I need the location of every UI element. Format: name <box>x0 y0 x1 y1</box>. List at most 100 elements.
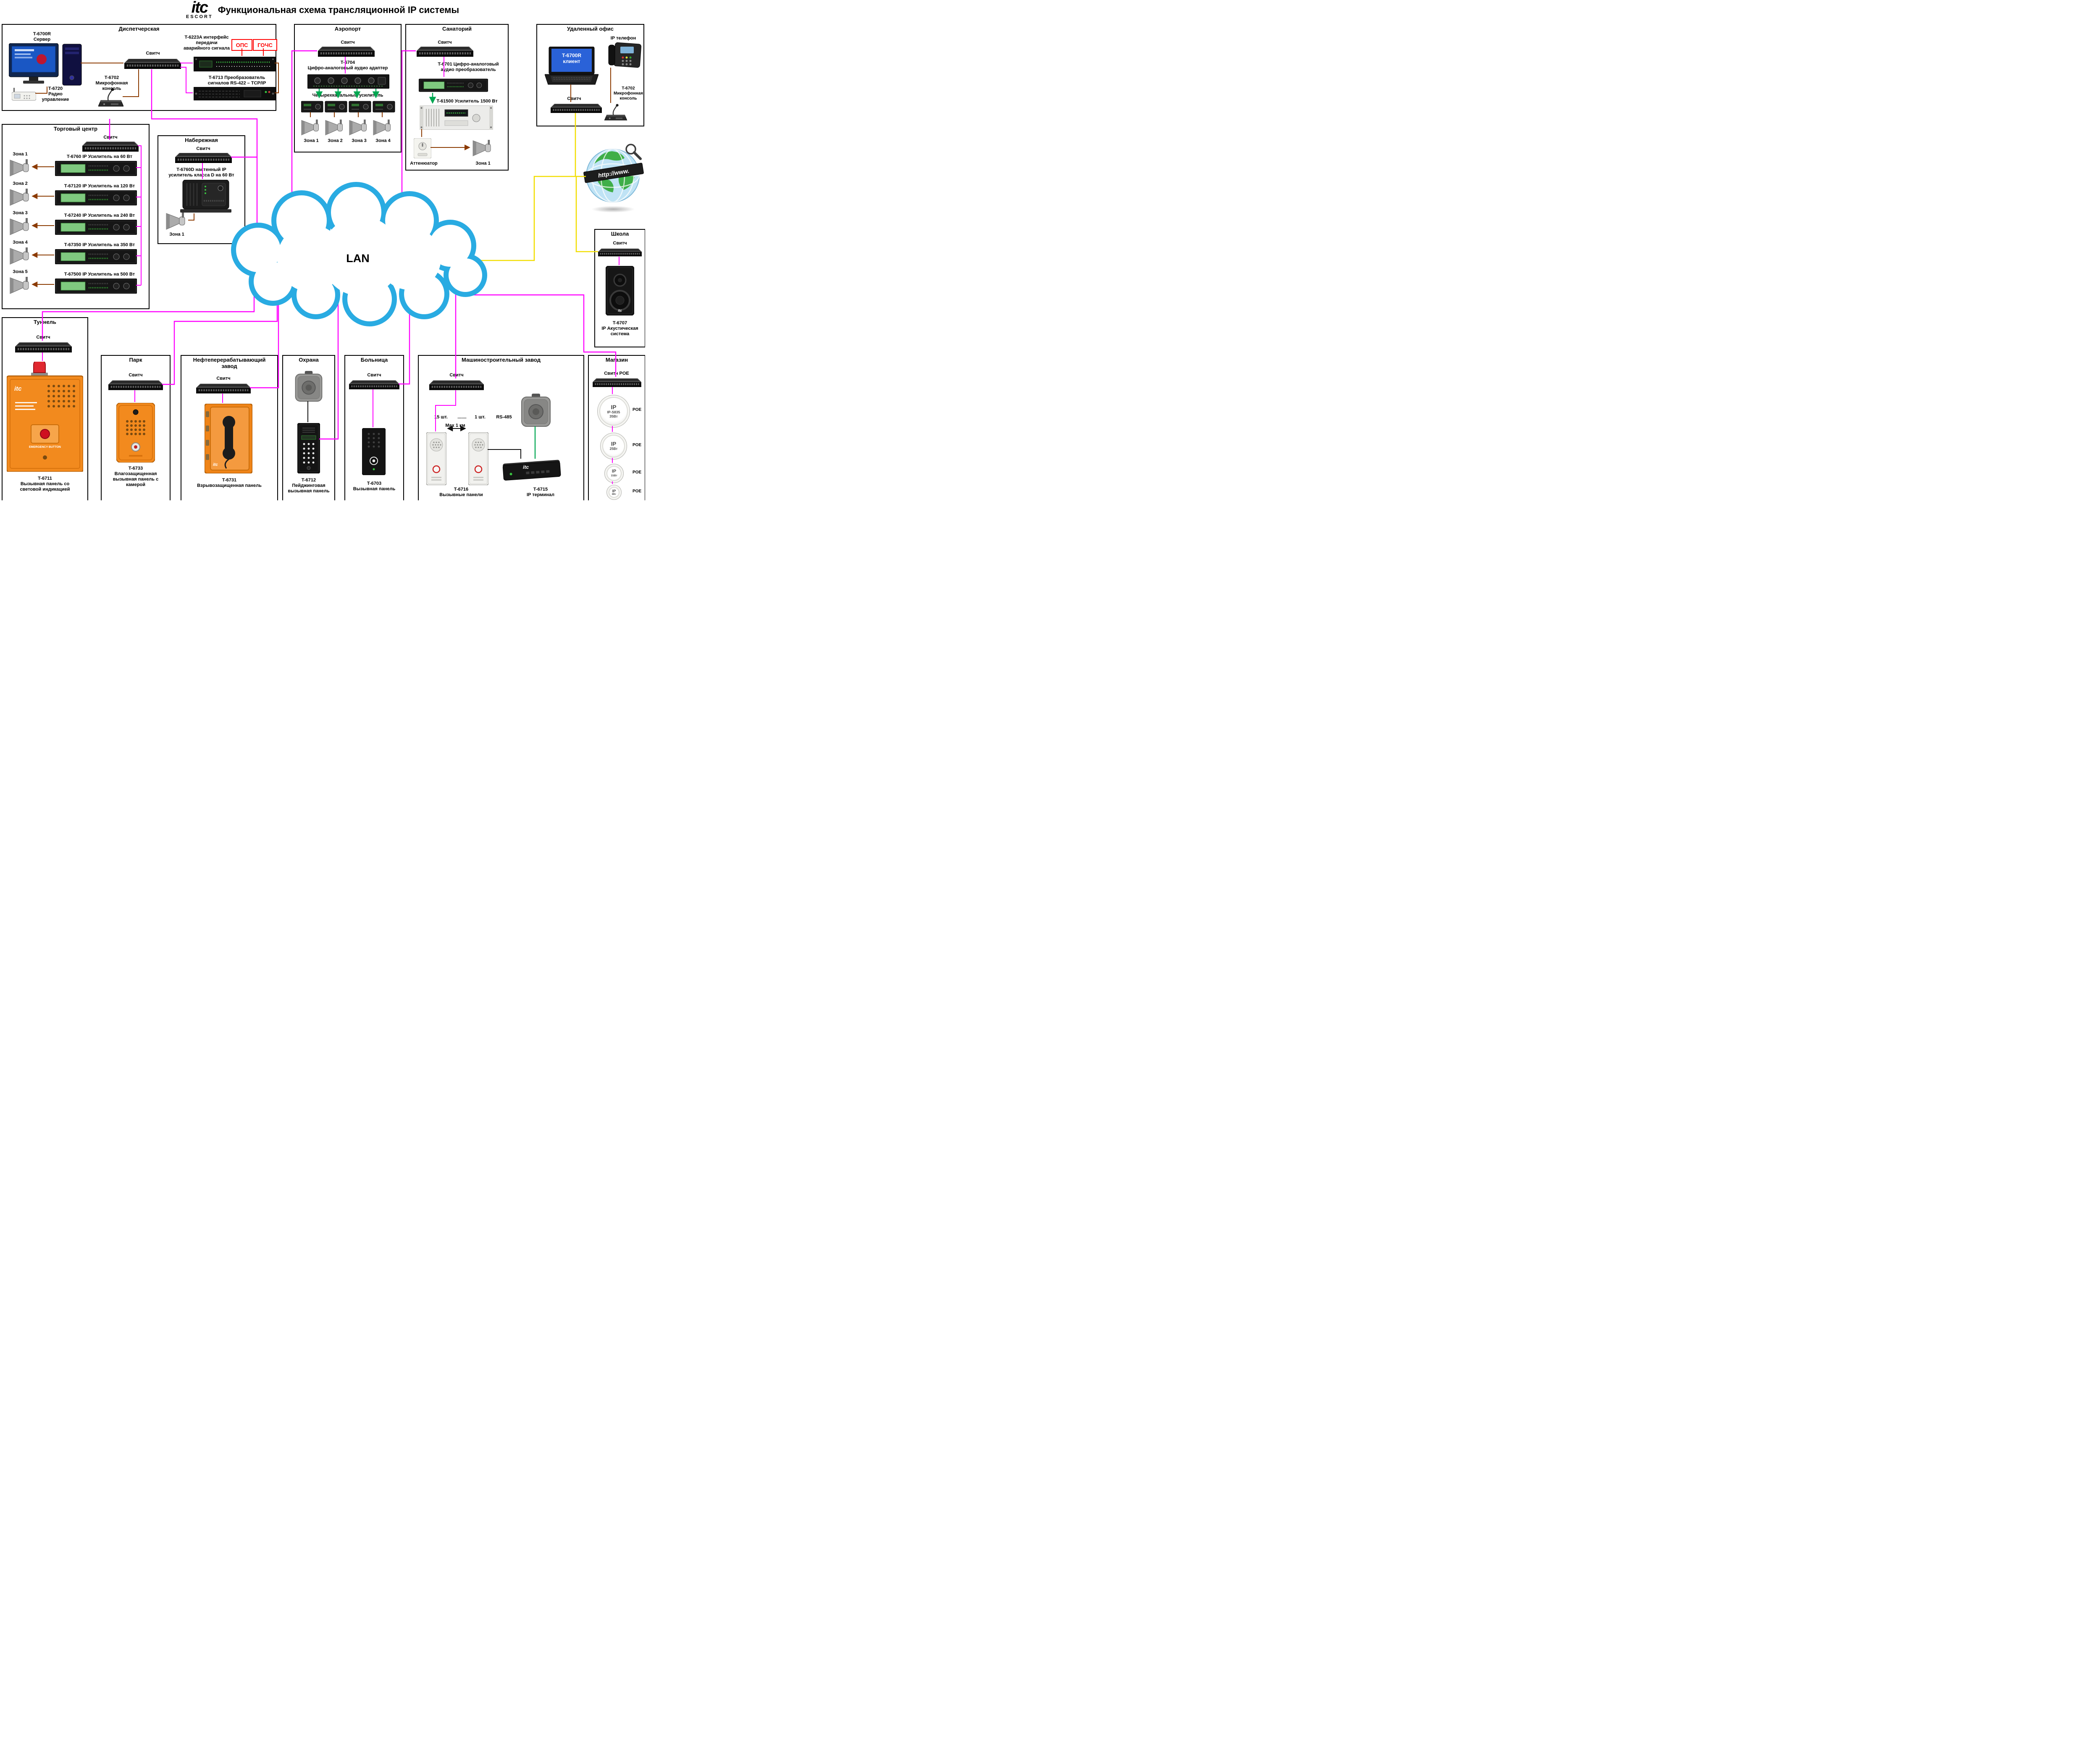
horn-speaker <box>166 212 185 230</box>
zone-label: Зона 4 <box>375 138 391 143</box>
speaker-line: IP-S835 <box>607 410 620 415</box>
panel-count-dots: ....... <box>457 415 467 420</box>
section-refinery: Нефтеперерабатывающий завод Свитч itc T-… <box>181 355 278 500</box>
call-panel-label: T-6711 Вызывная панель со световой индик… <box>20 476 70 492</box>
da-converter-device <box>419 78 488 92</box>
section-title: Туннель <box>34 319 56 325</box>
call-panel-label: T-6703 Вызывная панель <box>353 481 396 492</box>
itc-logo: itc ESCORT <box>186 0 213 19</box>
poe-switch-label: Свитч POE <box>604 371 629 376</box>
horn-speaker <box>10 276 29 294</box>
brand-mark: itc <box>213 463 218 467</box>
server-label: T-6700R Сервер <box>33 32 51 42</box>
section-title: Торговый центр <box>53 126 98 132</box>
gochs-tag: ГОЧС <box>253 39 277 51</box>
section-embankment: Набережная Свитч T-6760D настенный IP ус… <box>158 135 245 244</box>
speaker-line: IP <box>611 403 617 410</box>
call-panel-label: T-6731 Взрывозащищенная панель <box>197 478 262 488</box>
section-dispatch: Диспетчерская T-6700R Сервер T-6720 Ради… <box>2 24 277 111</box>
section-tunnel: Туннель Свитч itc EMERGENCY BUTTON T-671… <box>2 317 88 500</box>
speaker-system-label: T-6707 IP Акустическая система <box>601 321 638 336</box>
mic-console-label: T-6702 Микрофонная консоль <box>614 86 643 101</box>
speaker-line: IP <box>612 469 617 474</box>
brand-mark: itc <box>523 464 529 470</box>
four-channel-amp <box>301 101 395 113</box>
horn-speaker <box>349 119 367 135</box>
ip-amplifier <box>55 279 137 294</box>
audio-adapter-label: T-6704 Цифро-аналоговый аудио адаптер <box>307 60 388 71</box>
section-title: Охрана <box>299 357 319 363</box>
poe-label: POE <box>633 407 642 412</box>
section-title: Магазин <box>605 357 628 363</box>
section-sanatorium: Санаторий Свитч T-6701 Цифро-аналоговый … <box>405 24 509 171</box>
zone-label: Зона 3 <box>352 138 367 143</box>
ip-terminal-label: T-6715 IP терминал <box>527 487 554 497</box>
section-title: Больница <box>360 357 388 363</box>
magnifier-icon <box>625 144 642 160</box>
mic-console-label: T-6702 Микрофонная консоль <box>95 75 128 91</box>
call-cabinet-device <box>7 362 83 472</box>
section-machine-plant: Машиностроительный завод Свитч 15 шт. ..… <box>418 355 584 500</box>
call-panel-device <box>468 432 488 485</box>
server-computer <box>9 43 82 86</box>
panel-count-left: 15 шт. <box>434 415 448 420</box>
switch-label: Свитч <box>36 335 50 340</box>
section-title: Школа <box>611 231 629 237</box>
four-channel-amp-label: Четырехканальный усилитель <box>312 93 383 98</box>
network-switch <box>417 46 473 58</box>
switch-label: Свитч <box>449 373 464 378</box>
panel-count-right: 1 шт. <box>475 415 486 420</box>
client-screen-label: T-6700R клиент <box>562 53 582 65</box>
section-shop: Магазин Свитч POE IP IP-S835 35Вт POE IP… <box>588 355 645 500</box>
network-switch <box>591 378 643 388</box>
speaker-line: 35Вт <box>609 414 618 418</box>
section-title: Машиностроительный завод <box>462 357 541 363</box>
horn-speaker <box>301 119 319 135</box>
ip-amplifier <box>55 249 137 264</box>
switch-label: Свитч <box>367 373 381 378</box>
horn-speaker <box>10 247 29 265</box>
section-security: Охрана T-6712 Пейджинговая вызывная пане… <box>282 355 335 500</box>
rs422-converter-device <box>194 87 276 100</box>
switch-label: Свитч <box>146 51 160 56</box>
ceiling-speaker: IP 15Вт <box>604 464 624 483</box>
globe-shadow <box>591 206 635 213</box>
call-panel-device <box>426 432 446 485</box>
mic-console <box>604 104 627 121</box>
page-title: Функциональная схема трансляционной IP с… <box>218 5 459 16</box>
network-switch <box>108 379 163 391</box>
ip-amplifier <box>55 220 137 235</box>
speaker-line: 15Вт <box>611 474 617 478</box>
speaker-line: 25Вт <box>609 447 618 451</box>
zone-label: Зона 2 <box>13 181 28 186</box>
link-lan-internet <box>472 176 586 261</box>
ip-amplifier <box>55 161 137 176</box>
ip-amplifier <box>55 190 137 205</box>
call-panel-device <box>362 428 386 475</box>
rs485-label: RS-485 <box>496 415 512 420</box>
alarm-interface-label: T-6223A интерфейс передачи аварийного си… <box>184 35 230 51</box>
section-mall: Торговый центр Свитч Зона 1 T-6760 IP Ус… <box>2 124 150 309</box>
brand-mark: itc <box>618 309 622 313</box>
network-switch <box>551 103 602 114</box>
zone-label: Зона 3 <box>13 210 28 216</box>
call-panels-label: T-6716 Вызывные панели <box>439 487 483 497</box>
amp-1500-label: T-61500 Усилитель 1500 Вт <box>436 99 498 104</box>
poe-label: POE <box>633 443 642 447</box>
section-title: Нефтеперерабатывающий завод <box>193 357 266 369</box>
network-switch <box>318 46 375 58</box>
section-remote-office: Удаленный офис T-6700R клиент IP телефон… <box>536 24 644 126</box>
alarm-interface-device <box>194 57 276 71</box>
attenuator-label: Аттенюатор <box>410 161 438 166</box>
ceiling-speaker: IP 8Вт <box>606 485 622 500</box>
diagram-canvas: itc ESCORT Функциональная схема трансляц… <box>0 0 645 500</box>
network-switch <box>349 379 399 390</box>
attenuator-device <box>414 138 431 158</box>
horn-speaker <box>325 119 343 135</box>
speaker-device <box>295 371 323 402</box>
ip-phone-device <box>608 42 642 68</box>
paging-panel-device <box>297 423 320 473</box>
switch-label: Свитч <box>129 373 143 378</box>
section-park: Парк Свитч T-6733 Влагозащищенная вызывн… <box>101 355 171 500</box>
zone-label: Зона 5 <box>13 269 28 274</box>
